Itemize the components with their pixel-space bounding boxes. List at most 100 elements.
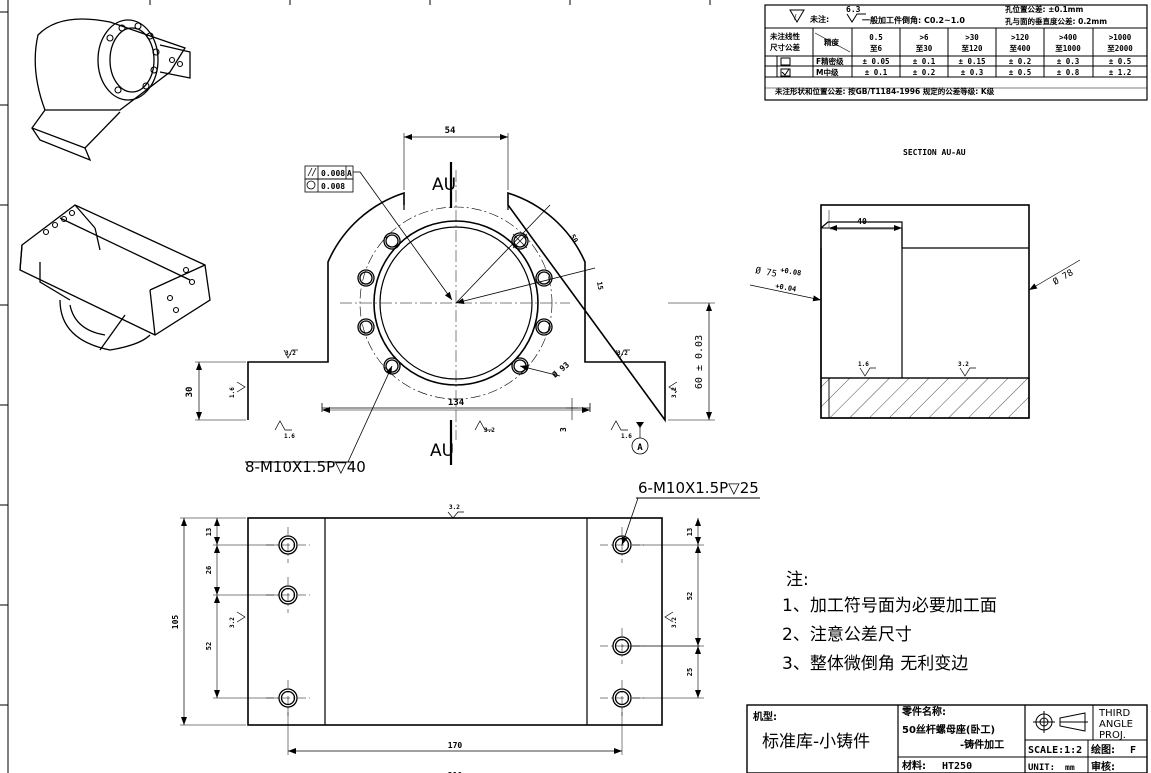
note-3: 3、整体微倒角 无利变边 xyxy=(782,654,968,674)
part-name-line2: -铸件加工 xyxy=(960,738,1004,751)
unmarked-note: 未注: xyxy=(809,14,829,24)
svg-text:/: / xyxy=(794,13,797,21)
col-range-4-b: 至400 xyxy=(1009,44,1031,53)
note-1: 1、加工符号面为必要加工面 xyxy=(782,596,997,616)
machine-value: 标准库-小铸件 xyxy=(762,732,870,752)
precision-label: 精度 xyxy=(824,37,839,47)
grade-m-value-1: ± 0.1 xyxy=(865,68,888,77)
hole-perpendicularity-tolerance: 孔与面的垂直度公差: 0.2mm xyxy=(1005,16,1107,26)
datum-a-label: A xyxy=(637,443,643,453)
dim-bore: Ø 75 xyxy=(754,265,777,280)
dim-inner-width: 134 xyxy=(448,398,465,408)
grade-m-value-3: ± 0.3 xyxy=(961,68,984,77)
title-block: 机型: 标准库-小铸件 零件名称: 50丝杆螺母座(卧工) -铸件加工 材料: … xyxy=(746,704,1148,773)
col-range-3-a: >30 xyxy=(965,33,979,42)
dim-bottom-partial: 210 xyxy=(448,771,463,773)
dim-gap: 3 xyxy=(559,427,568,432)
row-header-1: 未注线性 xyxy=(770,31,800,41)
notes: 注: 1、加工符号面为必要加工面 2、注意公差尺寸 3、整体微倒角 无利变边 xyxy=(782,570,997,674)
grade-m-value-5: ± 0.8 xyxy=(1057,68,1080,77)
col-range-1-a: 0.5 xyxy=(869,33,883,42)
roughness-value-4: 1.6 xyxy=(284,433,295,440)
roughness-value-2: 3.2 xyxy=(617,350,628,357)
chamfer-note: 一般加工件倒角: C0.2~1.0 xyxy=(862,15,965,25)
gdt-parallel-datum: A xyxy=(347,169,352,178)
check-label: 审核: xyxy=(1091,760,1115,773)
notes-heading: 注: xyxy=(786,570,809,590)
note-2: 2、注意公差尺寸 xyxy=(782,625,912,645)
dim-170: 170 xyxy=(448,741,463,750)
grade-m-value-6: ± 1.2 xyxy=(1109,68,1132,77)
roughness-value-7: 3.2 xyxy=(671,387,678,398)
dim-52-left: 52 xyxy=(205,642,213,650)
roughness-value-5: 1.6 xyxy=(621,433,632,440)
dim-bolt-dia: Ø 93 xyxy=(549,359,571,380)
section-view-labels: SECTION AU-AU 40 Ø 75 +0.08 +0.04 Ø 78 1… xyxy=(754,148,1075,368)
section-label-top: AU xyxy=(432,175,456,195)
section-title: SECTION AU-AU xyxy=(903,148,966,157)
grade-f-value-3: ± 0.15 xyxy=(958,57,985,66)
hole-position-tolerance: 孔位置公差: ±0.1mm xyxy=(1005,4,1083,14)
dim-13-left: 13 xyxy=(205,528,213,536)
top-view-labels: 6-M10X1.5P▽25 3.2 105 13 26 52 13 52 25 … xyxy=(171,479,759,773)
top-roughness-right: 3.2 xyxy=(671,617,678,628)
grade-m-values: ± 0.1 ± 0.2 ± 0.3 ± 0.5 ± 0.8 ± 1.2 xyxy=(865,68,1132,77)
section-label-bottom: AU xyxy=(430,441,454,461)
projection-text-3: PROJ. xyxy=(1099,730,1126,741)
grade-m-value-2: ± 0.2 xyxy=(913,68,936,77)
row-header-2: 尺寸公差 xyxy=(770,42,800,52)
tapped-holes-top xyxy=(278,535,632,708)
col-range-3-b: 至120 xyxy=(961,44,983,53)
dim-step-length: 40 xyxy=(857,217,867,226)
top-roughness-left: 3.2 xyxy=(229,617,236,628)
roughness-value-1: 3.2 xyxy=(285,350,296,357)
machine-label: 机型: xyxy=(753,710,777,723)
dim-13-right: 13 xyxy=(686,528,694,536)
section-view xyxy=(749,204,1081,419)
tap-callout-front: 8-M10X1.5P▽40 xyxy=(245,458,366,476)
tap-callout-top: 6-M10X1.5P▽25 xyxy=(638,479,759,497)
tapped-holes-front xyxy=(357,232,553,375)
dim-bore-tol-upper: +0.08 xyxy=(780,266,802,278)
grade-f-value-2: ± 0.1 xyxy=(913,57,936,66)
gdt-round-value: 0.008 xyxy=(321,182,345,191)
part-name-line1: 50丝杆螺母座(卧工) xyxy=(902,723,995,736)
roughness-value-6: 1.6 xyxy=(229,387,236,398)
col-range-2-a: >6 xyxy=(919,33,929,42)
material-value: HT250 xyxy=(942,761,972,772)
unit-value: mm xyxy=(1065,763,1075,772)
dim-base-height: 30 xyxy=(185,387,195,398)
dim-total-height: 105 xyxy=(171,615,180,630)
col-range-6-b: 至2000 xyxy=(1107,44,1133,53)
grade-f-value-4: ± 0.2 xyxy=(1009,57,1032,66)
material-label: 材料: xyxy=(902,759,926,772)
grade-m-label: M中级 xyxy=(816,67,839,77)
top-roughness: 3.2 xyxy=(449,504,460,511)
grade-f-value-6: ± 0.5 xyxy=(1109,57,1132,66)
top-view xyxy=(180,497,760,755)
dim-bore-tol-lower: +0.04 xyxy=(775,282,797,294)
section-roughness-2: 3.2 xyxy=(958,361,969,368)
iso-view-bottom xyxy=(19,204,211,351)
section-roughness-1: 1.6 xyxy=(858,361,869,368)
iso-view-top xyxy=(30,18,191,162)
front-view xyxy=(195,133,715,465)
col-range-5-a: >400 xyxy=(1059,33,1078,42)
unit-label: UNIT: xyxy=(1028,763,1055,773)
col-range-4-a: >120 xyxy=(1011,33,1030,42)
frame xyxy=(0,0,711,773)
form-position-note: 未注形状和位置公差: 按GB/T1184-1996 规定的公差等级: K级 xyxy=(775,86,995,96)
projection-text-2: ANGLE xyxy=(1099,719,1133,730)
grade-f-values: ± 0.05 ± 0.1 ± 0.15 ± 0.2 ± 0.3 ± 0.5 xyxy=(862,57,1131,66)
general-tolerance-table: / 未注: 6.3 一般加工件倒角: C0.2~1.0 孔位置公差: ±0.1m… xyxy=(764,4,1148,101)
dim-25: 25 xyxy=(686,668,694,676)
part-name-label: 零件名称: xyxy=(901,705,946,718)
col-range-2-b: 至30 xyxy=(916,44,933,53)
col-range-5-b: 至1000 xyxy=(1055,44,1081,53)
grade-m-value-4: ± 0.5 xyxy=(1009,68,1032,77)
drawn-label: 绘图: xyxy=(1091,743,1115,756)
grade-f-value-1: ± 0.05 xyxy=(862,57,889,66)
roughness-general: 6.3 xyxy=(846,5,861,14)
grade-f-value-5: ± 0.3 xyxy=(1057,57,1080,66)
dim-small-1: 50 xyxy=(568,233,579,244)
